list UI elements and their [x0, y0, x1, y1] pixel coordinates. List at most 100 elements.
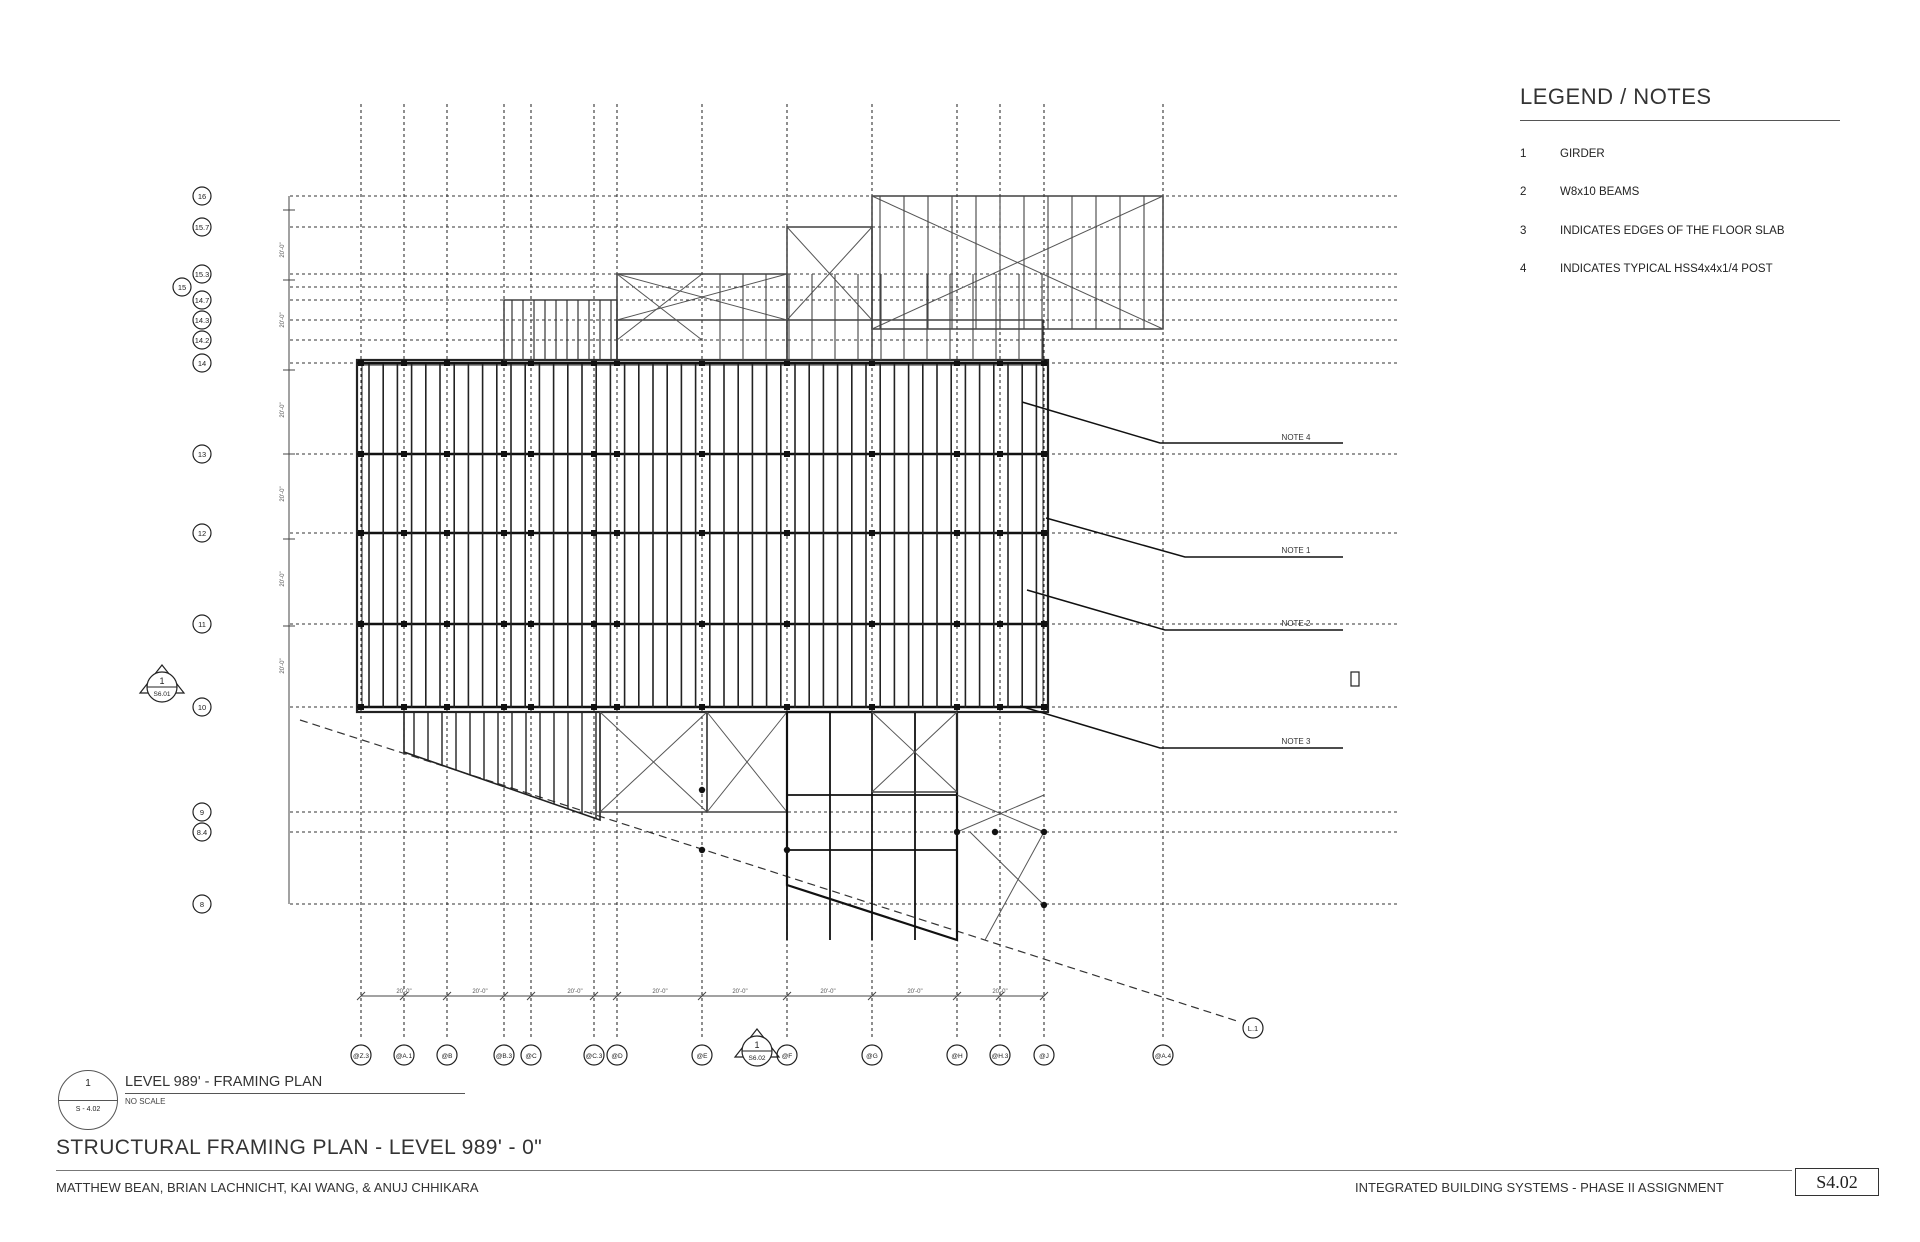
note-leader	[1021, 401, 1343, 444]
hss-post	[358, 704, 364, 710]
hss-post	[1041, 621, 1047, 627]
column-grid-label: @D	[611, 1053, 623, 1060]
hss-post	[869, 621, 875, 627]
column-grid-label: @H.3	[992, 1053, 1009, 1060]
column-grid-bubble	[350, 1044, 372, 1066]
column-grid-label: @A.4	[1155, 1053, 1172, 1060]
column-grid-bubble	[493, 1044, 515, 1066]
hss-post	[784, 621, 790, 627]
hss-post	[699, 451, 705, 457]
hss-post	[954, 704, 960, 710]
column-dimension-label: 20'-0"	[732, 989, 747, 995]
row-grid-bubble	[192, 444, 212, 464]
row-grid-bubble	[172, 277, 192, 297]
hss-post	[528, 704, 534, 710]
row-grid-bubble	[192, 523, 212, 543]
hss-post	[444, 360, 450, 366]
row-grid-label: 14	[198, 359, 206, 368]
hss-post	[401, 621, 407, 627]
row-grid-bubble	[192, 217, 212, 237]
section-mark-number: 1	[754, 1040, 759, 1050]
hss-post	[614, 621, 620, 627]
legend-item-text: INDICATES TYPICAL HSS4x4x1/4 POST	[1560, 263, 1773, 275]
dimension-tick	[499, 991, 509, 1001]
section-mark-number: 1	[159, 676, 164, 686]
hss-post	[784, 704, 790, 710]
legend-item-number: 1	[1520, 148, 1527, 160]
row-dimension-label: 20'-0"	[280, 242, 286, 257]
brace	[969, 831, 1045, 906]
dimension-tick	[697, 991, 707, 1001]
column-grid-label: @B.3	[496, 1053, 513, 1060]
column-grid-label: @H	[951, 1053, 963, 1060]
row-grid-bubble	[192, 614, 212, 634]
view-title-rule	[125, 1093, 465, 1094]
row-grid-label: 10	[198, 703, 206, 712]
row-dimension-label: 20'-0"	[280, 402, 286, 417]
note-leader	[1019, 705, 1343, 749]
column-dimension-label: 20'-0"	[396, 989, 411, 995]
view-scale: NO SCALE	[125, 1097, 166, 1106]
view-title: LEVEL 989' - FRAMING PLAN	[125, 1074, 323, 1090]
diagonal-grid-label: L.1	[1248, 1024, 1258, 1033]
hss-post	[614, 451, 620, 457]
row-grid-bubble	[192, 310, 212, 330]
column-grid-label: @G	[866, 1053, 878, 1060]
grid-bubbles: 1615.715.31514.714.314.2141312111098.48@…	[138, 186, 1264, 1067]
brace	[786, 226, 873, 321]
column-grid-label: @F	[782, 1053, 793, 1060]
column-grid-label: @A.1	[396, 1053, 413, 1060]
hss-post	[1041, 451, 1047, 457]
hss-post	[1041, 704, 1047, 710]
hss-post	[991, 828, 999, 836]
hss-post	[954, 621, 960, 627]
hss-post	[614, 704, 620, 710]
row-dimension-label: 20'-0"	[280, 658, 286, 673]
hss-post	[358, 451, 364, 457]
row-dimension-label: 20'-0"	[280, 486, 286, 501]
column-grid-label: @E	[697, 1053, 709, 1060]
hss-post	[784, 451, 790, 457]
hss-post	[699, 621, 705, 627]
hss-post	[444, 704, 450, 710]
dimension-tick	[612, 991, 622, 1001]
hss-post	[953, 828, 961, 836]
lower-bay-frame	[871, 711, 958, 793]
hss-post	[699, 704, 705, 710]
hss-post	[614, 530, 620, 536]
hss-post	[401, 530, 407, 536]
legend-item-number: 4	[1520, 263, 1527, 275]
row-grid-bubble	[192, 186, 212, 206]
hss-post	[358, 360, 364, 366]
row-grid-label: 15.3	[195, 270, 210, 279]
note-leader	[1045, 517, 1343, 558]
marker-box	[1350, 671, 1360, 687]
hss-post	[784, 530, 790, 536]
hss-post	[954, 530, 960, 536]
hss-post	[501, 621, 507, 627]
dimension-tick	[442, 991, 452, 1001]
row-grid-bubble	[192, 290, 212, 310]
brace	[599, 711, 708, 813]
view-mark-number: 1	[85, 1078, 91, 1089]
authors: MATTHEW BEAN, BRIAN LACHNICHT, KAI WANG,…	[56, 1180, 479, 1195]
column-dimension-label: 20'-0"	[567, 989, 582, 995]
note-label: NOTE 2	[1282, 619, 1311, 628]
note-label: NOTE 4	[1282, 433, 1311, 442]
row-grid-bubble	[192, 697, 212, 717]
legend-item: 2 W8x10 BEAMS	[1520, 186, 1639, 198]
note-leader	[1026, 589, 1343, 631]
sheet-title: STRUCTURAL FRAMING PLAN - LEVEL 989' - 0…	[56, 1136, 543, 1159]
column-grid-label: @J	[1039, 1053, 1049, 1060]
hss-post	[501, 360, 507, 366]
diagonal-grid-bubble	[1242, 1017, 1264, 1039]
hss-post	[401, 704, 407, 710]
hss-post	[401, 451, 407, 457]
row-grid-label: 13	[198, 450, 206, 459]
column-grid-bubble	[393, 1044, 415, 1066]
hss-post	[501, 530, 507, 536]
hss-post	[501, 451, 507, 457]
lower-slab-edge	[403, 711, 601, 822]
row-grid-bubble	[192, 330, 212, 350]
